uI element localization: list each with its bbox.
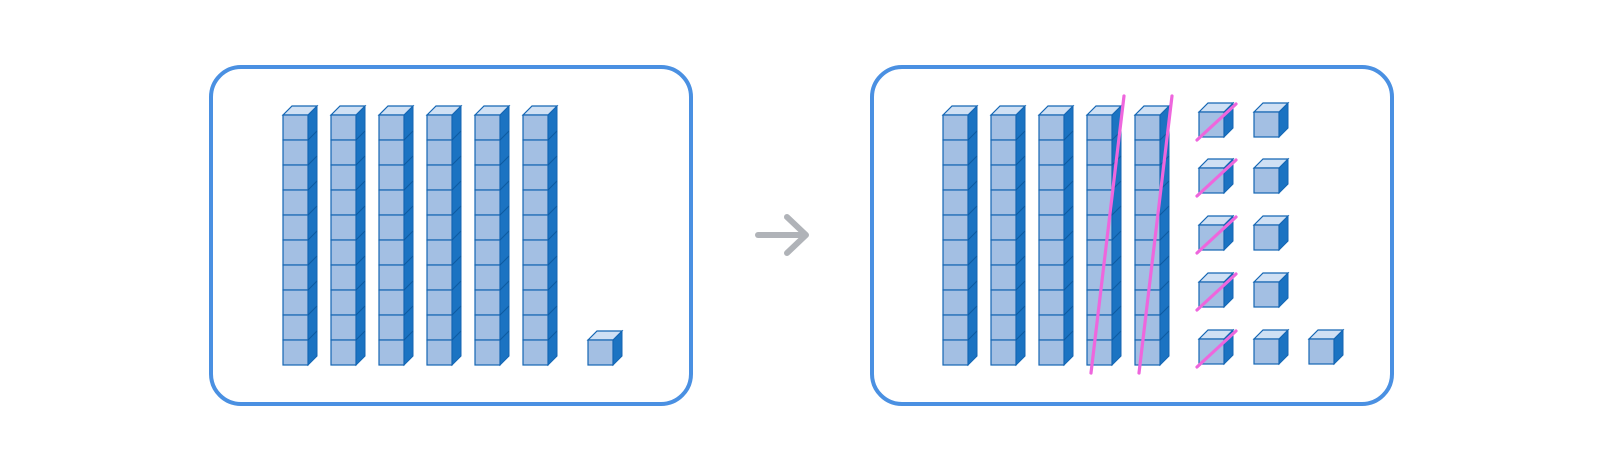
strike-marks	[1089, 94, 1238, 375]
after-blocks	[941, 101, 1345, 367]
ten-rod	[941, 104, 979, 367]
crossed-unit-strike	[1195, 272, 1238, 312]
ten-rod	[281, 104, 319, 367]
before-blocks	[281, 104, 624, 367]
after-panel	[870, 65, 1394, 406]
unit-cube	[1252, 101, 1290, 139]
before-panel	[209, 65, 693, 406]
ten-rod	[1085, 104, 1123, 367]
ten-rod	[377, 104, 415, 367]
ten-rod	[473, 104, 511, 367]
crossed-ten-strike	[1137, 94, 1174, 375]
ten-rod	[1037, 104, 1075, 367]
ten-rod	[425, 104, 463, 367]
ten-rod	[521, 104, 559, 367]
unit-cube	[1252, 157, 1290, 195]
unit-cube	[1197, 328, 1235, 366]
unit-cube	[586, 329, 624, 367]
crossed-unit-strike	[1195, 329, 1238, 369]
crossed-unit-strike	[1195, 102, 1238, 142]
crossed-unit-strike	[1195, 215, 1238, 255]
ten-rod	[1133, 104, 1171, 367]
crossed-ten-strike	[1089, 94, 1126, 375]
after-panel-border	[870, 65, 1394, 406]
unit-cube	[1252, 214, 1290, 252]
before-panel-border	[209, 65, 693, 406]
ten-rod	[329, 104, 367, 367]
unit-cube	[1252, 328, 1290, 366]
unit-cube	[1252, 271, 1290, 309]
crossed-unit-strike	[1195, 158, 1238, 198]
regroup-arrow	[755, 214, 809, 256]
unit-cube	[1307, 328, 1345, 366]
ten-rod	[989, 104, 1027, 367]
unit-cube	[1197, 271, 1235, 309]
right-arrow-icon	[755, 214, 809, 256]
